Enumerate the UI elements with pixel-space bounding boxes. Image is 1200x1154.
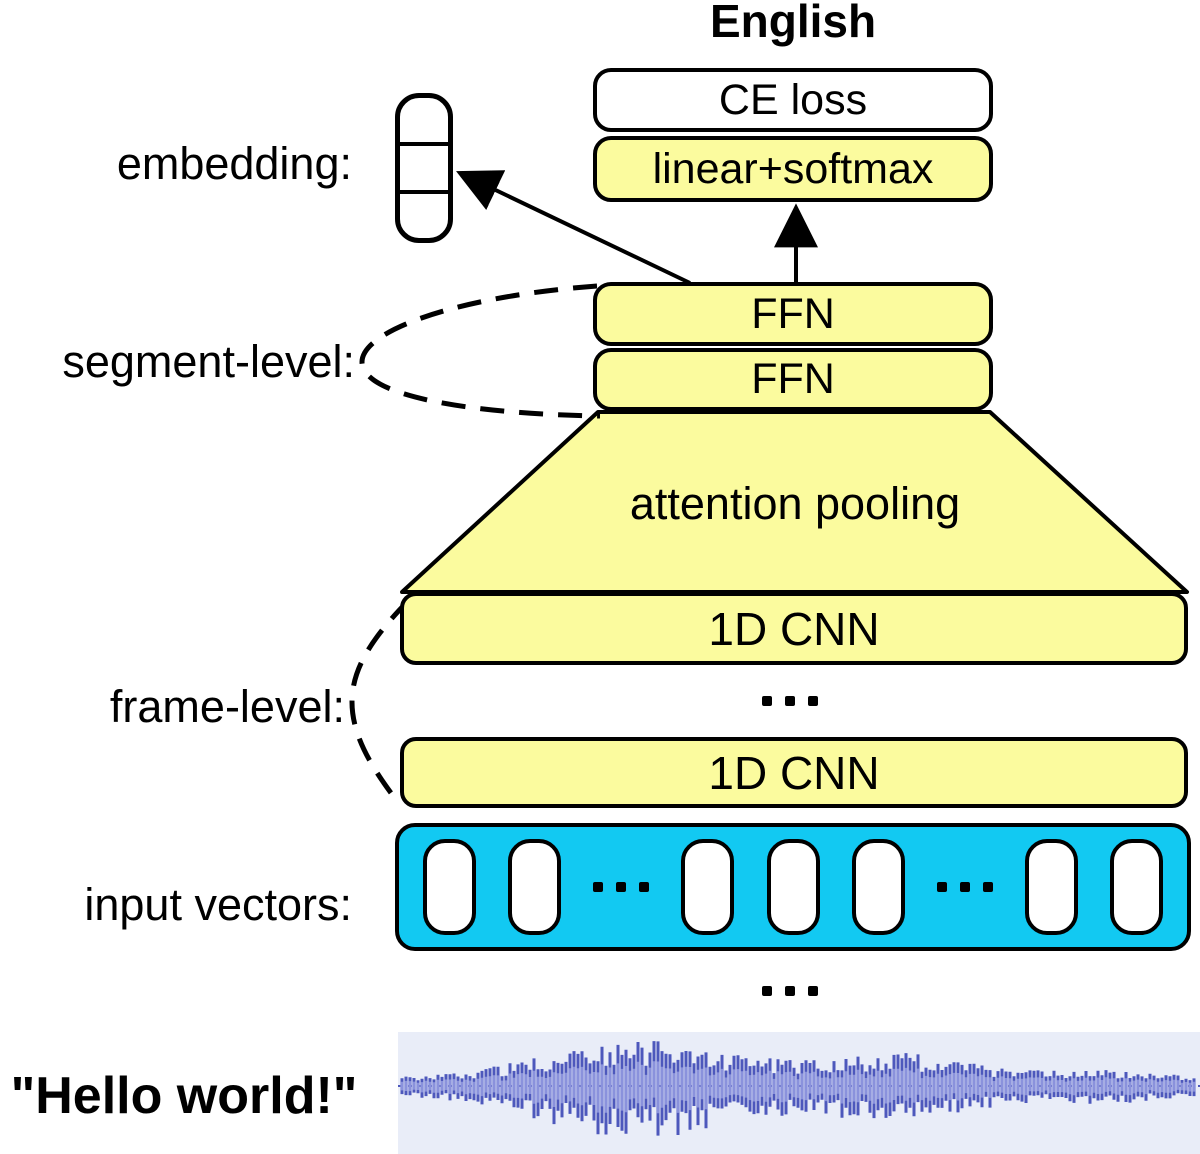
input-vector-slot bbox=[851, 839, 905, 935]
ffn-top-label: FFN bbox=[751, 289, 835, 338]
linear-softmax-block: linear+softmax bbox=[593, 136, 993, 202]
embedding-cell bbox=[400, 142, 448, 190]
embedding-cell bbox=[400, 190, 448, 238]
frame-level-brace bbox=[349, 599, 410, 803]
segment-level-brace bbox=[359, 283, 601, 419]
input-vector-slot bbox=[1024, 839, 1078, 935]
ffn-bottom-label: FFN bbox=[751, 355, 835, 403]
waveform-svg bbox=[398, 1032, 1200, 1154]
transcript-label: "Hello world!" bbox=[10, 1067, 358, 1125]
speech-waveform-image bbox=[398, 1032, 1200, 1154]
cnn-lower-label: 1D CNN bbox=[708, 746, 880, 799]
input-vector-slot bbox=[423, 839, 476, 935]
input-vector-slot bbox=[1110, 839, 1163, 935]
ce-loss-label: CE loss bbox=[718, 75, 868, 124]
attention-pooling-trapezoid bbox=[400, 410, 1189, 594]
arrow-ffn-to-embedding bbox=[456, 170, 691, 285]
input-vector-slot bbox=[681, 839, 735, 935]
input-vector-slot bbox=[766, 839, 820, 935]
input-vectors-label: input vectors: bbox=[84, 879, 352, 930]
ffn-top-block: FFN bbox=[593, 282, 993, 346]
input-ellipsis-icon bbox=[936, 882, 993, 892]
input-vectors-strip bbox=[395, 823, 1191, 951]
linear-softmax-label: linear+softmax bbox=[652, 144, 934, 193]
frame-level-label: frame-level: bbox=[109, 681, 345, 732]
frames-ellipsis-icon bbox=[762, 986, 818, 996]
attention-pooling-label: attention pooling bbox=[629, 478, 961, 529]
embedding-cell bbox=[400, 98, 448, 142]
embedding-label: embedding: bbox=[116, 138, 352, 189]
input-vector-slot bbox=[508, 839, 562, 935]
cnn-ellipsis-icon bbox=[762, 696, 818, 706]
ffn-bottom-block: FFN bbox=[593, 348, 993, 411]
language-title: English bbox=[709, 0, 877, 47]
embedding-vector-icon bbox=[395, 93, 453, 243]
cnn-upper-label: 1D CNN bbox=[708, 602, 880, 655]
segment-level-label: segment-level: bbox=[62, 336, 355, 387]
cnn-upper-block: 1D CNN bbox=[400, 592, 1188, 665]
input-ellipsis-icon bbox=[593, 882, 650, 892]
ce-loss-block: CE loss bbox=[593, 68, 993, 132]
cnn-lower-block: 1D CNN bbox=[400, 737, 1188, 808]
